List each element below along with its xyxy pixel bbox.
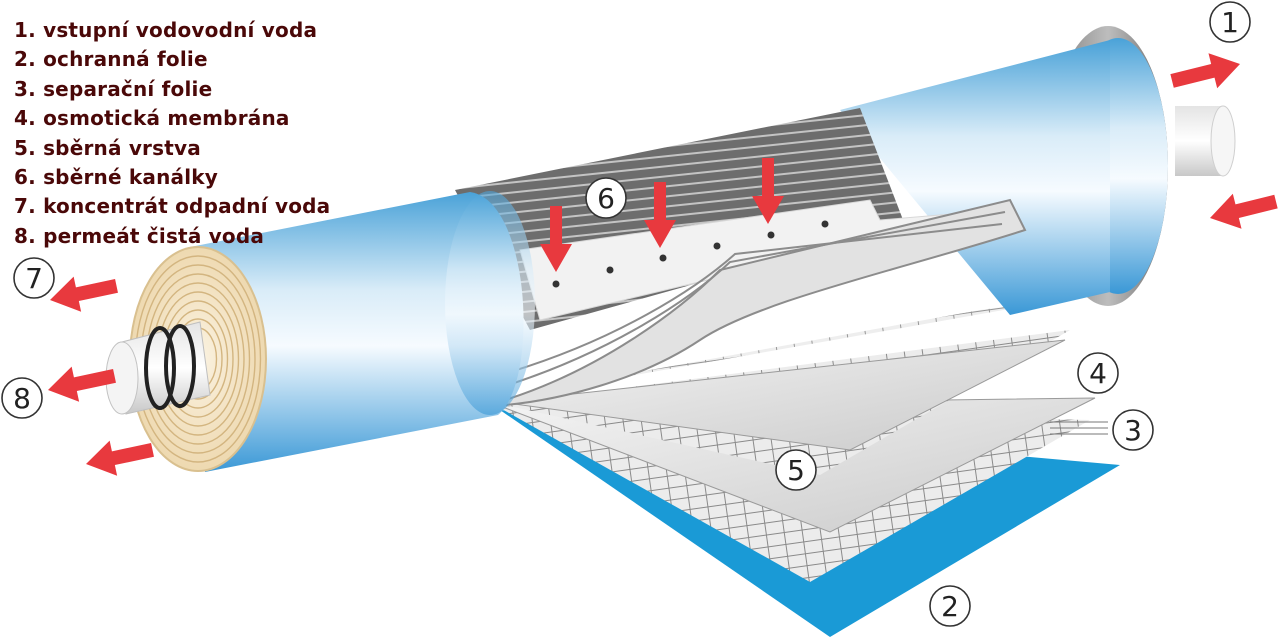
callout-3: 3 bbox=[1112, 409, 1154, 451]
legend-item-7: 7. koncentrát odpadní voda bbox=[14, 194, 331, 219]
callout-8: 8 bbox=[1, 377, 43, 419]
legend-item-2: 2. ochranná folie bbox=[14, 47, 208, 72]
inlet-pipe-end bbox=[1210, 105, 1236, 177]
channel-hole bbox=[659, 254, 667, 262]
unrolling-sheets bbox=[504, 198, 1027, 407]
channel-hole bbox=[552, 280, 560, 288]
channel-hole bbox=[713, 242, 721, 250]
pipe-ring bbox=[164, 324, 196, 408]
callout-6: 6 bbox=[585, 177, 627, 219]
callout-7: 7 bbox=[13, 257, 55, 299]
channel-arrow-1-icon bbox=[540, 206, 572, 272]
callout-2: 2 bbox=[929, 585, 971, 627]
tube-cut-edge bbox=[445, 191, 535, 415]
concentrate-arrow-lower-icon bbox=[86, 440, 154, 476]
svg-text:3: 3 bbox=[1124, 414, 1142, 447]
channel-hole bbox=[606, 266, 614, 274]
osmotic-membrane-sheet bbox=[499, 339, 1066, 451]
svg-text:1: 1 bbox=[1221, 6, 1239, 39]
channel-arrow-3-icon bbox=[752, 158, 784, 224]
legend-item-3: 3. separační folie bbox=[14, 76, 213, 101]
pipe-ring bbox=[144, 326, 176, 410]
channel-arrow-2-icon bbox=[644, 182, 676, 248]
svg-text:7: 7 bbox=[25, 262, 43, 295]
channel-hole bbox=[821, 220, 829, 228]
callout-4: 4 bbox=[1077, 352, 1119, 394]
top-membrane-mesh bbox=[505, 300, 1060, 398]
svg-text:2: 2 bbox=[941, 590, 959, 623]
svg-text:6: 6 bbox=[597, 182, 615, 215]
tube-body-right bbox=[840, 40, 1110, 315]
legend: 1. vstupní vodovodní voda 2. ochranná fo… bbox=[14, 16, 330, 251]
legend-item-1: 1. vstupní vodovodní voda bbox=[14, 18, 318, 42]
legend-item-6: 6. sběrné kanálky bbox=[14, 165, 219, 190]
svg-text:8: 8 bbox=[13, 382, 31, 415]
sheet-edge-line bbox=[509, 223, 1003, 373]
callout-1: 1 bbox=[1209, 1, 1251, 43]
svg-text:5: 5 bbox=[787, 454, 805, 487]
legend-item-8: 8. permeát čistá voda bbox=[14, 223, 265, 248]
permeate-arrow-icon bbox=[48, 366, 116, 402]
legend-item-4: 4. osmotická membrána bbox=[14, 106, 290, 131]
legend-item-5: 5. sběrná vrstva bbox=[14, 135, 201, 160]
tube-body-left bbox=[185, 192, 524, 472]
sheet-edge-line bbox=[507, 211, 1006, 386]
feed-arrow-top-icon bbox=[1170, 53, 1240, 89]
callout-3-leader bbox=[1050, 421, 1108, 435]
svg-text:4: 4 bbox=[1089, 357, 1107, 390]
concentrate-arrow-icon bbox=[50, 276, 118, 312]
channel-hole bbox=[767, 231, 775, 239]
feed-arrow-bottom-icon bbox=[1210, 193, 1278, 229]
callout-5: 5 bbox=[775, 449, 817, 491]
